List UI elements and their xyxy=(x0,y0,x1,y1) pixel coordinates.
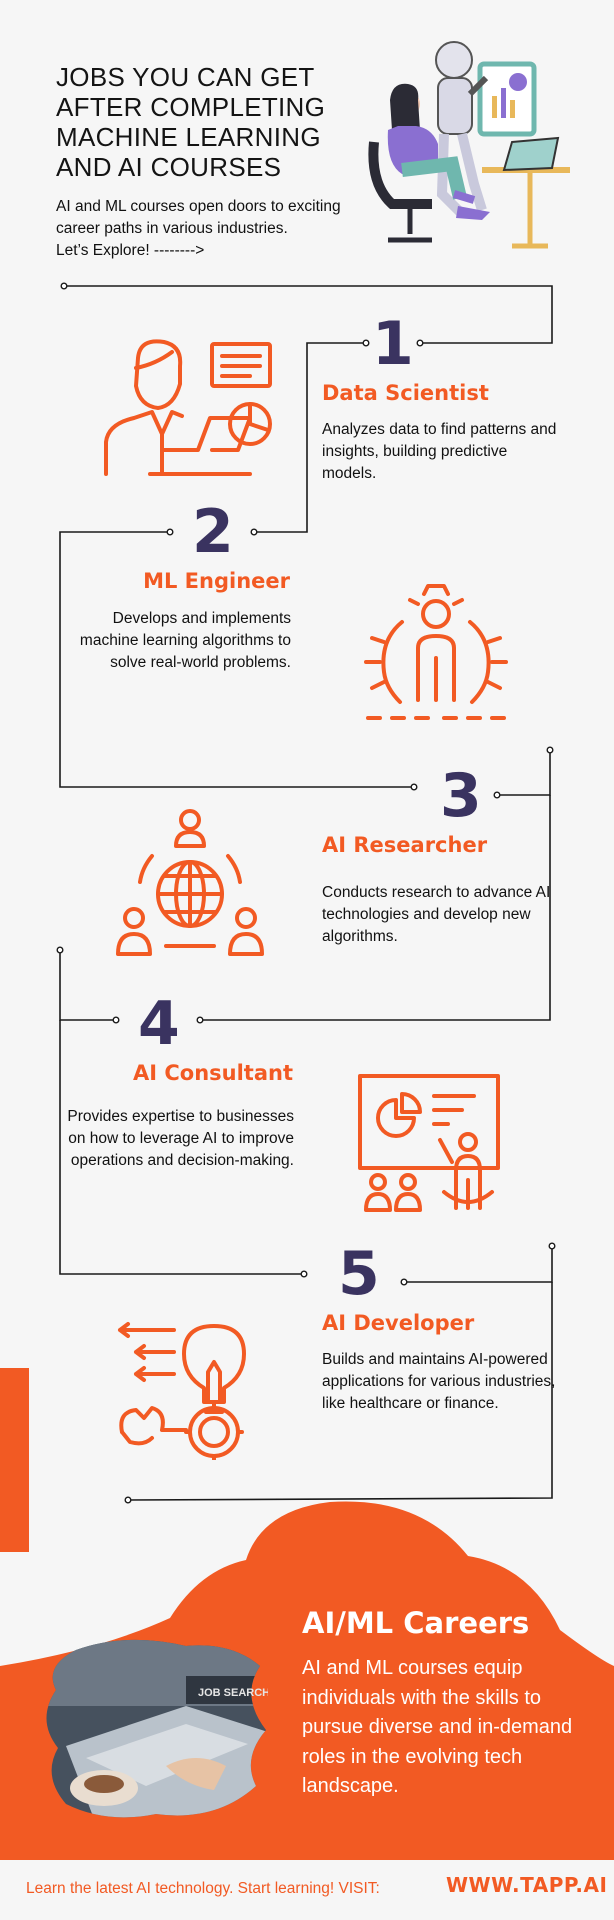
job-description-ai-researcher: Conducts research to advance AI technolo… xyxy=(322,884,551,945)
laptop-photo: JOB SEARCH xyxy=(46,1639,268,1818)
job-number-2: 2 xyxy=(192,497,234,567)
lightbulb-tools-icon xyxy=(118,1322,246,1460)
job-number-4: 4 xyxy=(138,989,180,1059)
job-description-ai-developer: Builds and maintains AI-powered applicat… xyxy=(322,1351,556,1412)
job-number-5: 5 xyxy=(338,1239,380,1309)
accent-bar xyxy=(0,1368,29,1552)
intro-description: AI and ML courses open doors to exciting… xyxy=(56,198,341,237)
job-title-ai-researcher: AI Researcher xyxy=(322,833,488,857)
job-title-ai-consultant: AI Consultant xyxy=(132,1061,293,1085)
job-number-3: 3 xyxy=(440,761,482,831)
footer-text: Learn the latest AI technology. Start le… xyxy=(26,1880,380,1897)
job-description-ml-engineer: Develops and implements machine learning… xyxy=(79,610,291,671)
job-title-ml-engineer: ML Engineer xyxy=(143,569,290,593)
robot-woman-illustration xyxy=(368,41,570,249)
page-title: JOBS YOU CAN GET AFTER COMPLETING MACHIN… xyxy=(56,62,326,182)
job-title-ai-developer: AI Developer xyxy=(322,1311,475,1335)
globe-network-icon xyxy=(116,809,264,956)
job-description-ai-consultant: Provides expertise to businesses on how … xyxy=(67,1108,294,1169)
connector-lines xyxy=(56,282,556,1504)
presentation-icon xyxy=(358,1074,500,1212)
careers-text: AI and ML courses equip individuals with… xyxy=(302,1657,573,1797)
explore-text: Let’s Explore! --------> xyxy=(56,242,205,259)
gear-person-icon xyxy=(364,584,508,720)
job-search-sign: JOB SEARCH xyxy=(198,1687,268,1699)
job-title-data-scientist: Data Scientist xyxy=(322,381,489,405)
job-description-data-scientist: Analyzes data to find patterns and insig… xyxy=(322,421,557,482)
data-scientist-icon xyxy=(104,339,272,476)
job-number-1: 1 xyxy=(372,309,414,379)
intro-text: AI and ML courses open doors to exciting… xyxy=(56,196,386,262)
careers-title: AI/ML Careers xyxy=(302,1606,530,1640)
footer-url-link[interactable]: WWW.TAPP.AI xyxy=(446,1873,608,1897)
